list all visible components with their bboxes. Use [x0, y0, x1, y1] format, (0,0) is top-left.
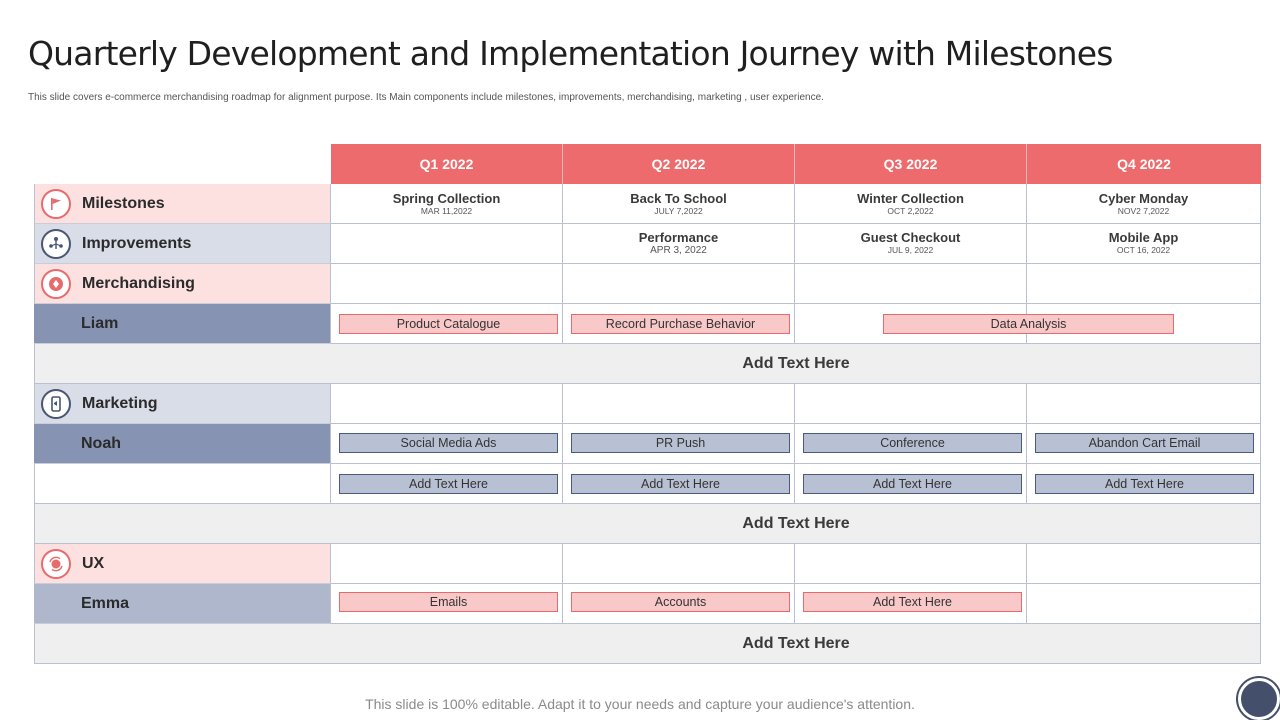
milestone-title: Cyber Monday: [1098, 191, 1189, 206]
row-label-improvements: Improvements: [34, 224, 331, 264]
row-label-text: Noah: [81, 434, 121, 452]
task-bar[interactable]: Add Text Here: [1035, 474, 1254, 494]
task-bar[interactable]: Data Analysis: [883, 314, 1174, 334]
milestone-cell-q1: Spring Collection MAR 11,2022: [331, 184, 563, 224]
corner-circle-decoration: [1238, 678, 1280, 720]
row-label-text: Marketing: [82, 394, 158, 412]
task-bar[interactable]: Record Purchase Behavior: [571, 314, 790, 334]
milestone-cell-q3: Winter Collection OCT 2,2022: [795, 184, 1027, 224]
ux-cell-q2: [563, 544, 795, 584]
improvement-cell-q3: Guest Checkout JUL 9, 2022: [795, 224, 1027, 264]
improvement-cell-q2: Performance APR 3, 2022: [563, 224, 795, 264]
footer-note: This slide is 100% editable. Adapt it to…: [365, 696, 915, 712]
improvement-title: Performance: [638, 230, 719, 245]
row-label-marketing: Marketing: [34, 384, 331, 424]
globe-refresh-icon: [41, 548, 71, 579]
marketing-cell-q1: [331, 384, 563, 424]
merch-cell-q4: [1027, 264, 1261, 304]
row-label-text: Improvements: [82, 234, 192, 252]
milestone-title: Spring Collection: [392, 191, 501, 206]
milestone-date: OCT 2,2022: [887, 206, 934, 216]
task-bar[interactable]: Conference: [803, 433, 1022, 453]
milestone-date: JULY 7,2022: [654, 206, 703, 216]
task-bar[interactable]: Add Text Here: [803, 592, 1022, 612]
add-text-label[interactable]: Add Text Here: [742, 514, 850, 532]
milestone-cell-q2: Back To School JULY 7,2022: [563, 184, 795, 224]
row-label-text: UX: [82, 554, 105, 572]
add-text-label[interactable]: Add Text Here: [742, 354, 850, 372]
task-bar[interactable]: Product Catalogue: [339, 314, 558, 334]
row-label-noah: Noah: [34, 424, 331, 464]
milestone-date: MAR 11,2022: [420, 206, 473, 216]
merch-cell-q1: [331, 264, 563, 304]
task-bar[interactable]: Add Text Here: [803, 474, 1022, 494]
task-bar[interactable]: Accounts: [571, 592, 790, 612]
noah2-label-cell: [34, 464, 331, 504]
add-text-label[interactable]: Add Text Here: [742, 634, 850, 652]
ux-cell-q4: [1027, 544, 1261, 584]
emma-cell-q4: [1027, 584, 1261, 624]
page-subtitle: This slide covers e-commerce merchandisi…: [28, 92, 824, 103]
milestone-cell-q4: Cyber Monday NOV2 7,2022: [1027, 184, 1261, 224]
marketing-cell-q2: [563, 384, 795, 424]
row-label-text: Emma: [81, 594, 130, 612]
ux-cell-q3: [795, 544, 1027, 584]
improvement-title: Guest Checkout: [860, 230, 961, 245]
phone-megaphone-icon: [41, 388, 71, 419]
improvement-date: APR 3, 2022: [650, 245, 707, 256]
improvement-date: JUL 9, 2022: [887, 245, 934, 255]
marketing-cell-q3: [795, 384, 1027, 424]
row-label-merchandising: Merchandising: [34, 264, 331, 304]
row-label-ux: UX: [34, 544, 331, 584]
quarter-header-q1: Q1 2022: [331, 144, 563, 184]
merch-cell-q2: [563, 264, 795, 304]
ux-cell-q1: [331, 544, 563, 584]
add-text-row: Add Text Here: [34, 624, 1261, 664]
row-label-liam: Liam: [34, 304, 331, 344]
task-bar[interactable]: PR Push: [571, 433, 790, 453]
row-label-milestones: Milestones: [34, 184, 331, 224]
row-label-emma: Emma: [34, 584, 331, 624]
milestone-title: Back To School: [630, 191, 727, 206]
merch-cell-q3: [795, 264, 1027, 304]
quarter-header-q3: Q3 2022: [795, 144, 1027, 184]
page-title: Quarterly Development and Implementation…: [28, 34, 1113, 73]
flag-icon: [41, 188, 71, 219]
task-bar[interactable]: Abandon Cart Email: [1035, 433, 1254, 453]
row-label-text: Milestones: [82, 194, 165, 212]
task-bar[interactable]: Add Text Here: [571, 474, 790, 494]
milestone-date: NOV2 7,2022: [1117, 206, 1170, 216]
quarter-header-q4: Q4 2022: [1027, 144, 1261, 184]
row-label-text: Liam: [81, 314, 119, 332]
task-bar[interactable]: Emails: [339, 592, 558, 612]
roadmap-table: Q1 2022 Q2 2022 Q3 2022 Q4 2022 Mileston…: [34, 144, 1261, 664]
add-text-row: Add Text Here: [34, 504, 1261, 544]
task-bar[interactable]: Social Media Ads: [339, 433, 558, 453]
badge-icon: [41, 268, 71, 299]
milestone-title: Winter Collection: [857, 191, 964, 206]
task-bar[interactable]: Add Text Here: [339, 474, 558, 494]
add-text-row: Add Text Here: [34, 344, 1261, 384]
people-network-icon: [41, 228, 71, 259]
improvement-cell-q4: Mobile App OCT 16, 2022: [1027, 224, 1261, 264]
row-label-text: Merchandising: [82, 274, 195, 292]
improvement-title: Mobile App: [1108, 230, 1179, 245]
marketing-cell-q4: [1027, 384, 1261, 424]
improvement-date: OCT 16, 2022: [1116, 245, 1171, 255]
quarter-header-q2: Q2 2022: [563, 144, 795, 184]
improvement-cell-q1: [331, 224, 563, 264]
